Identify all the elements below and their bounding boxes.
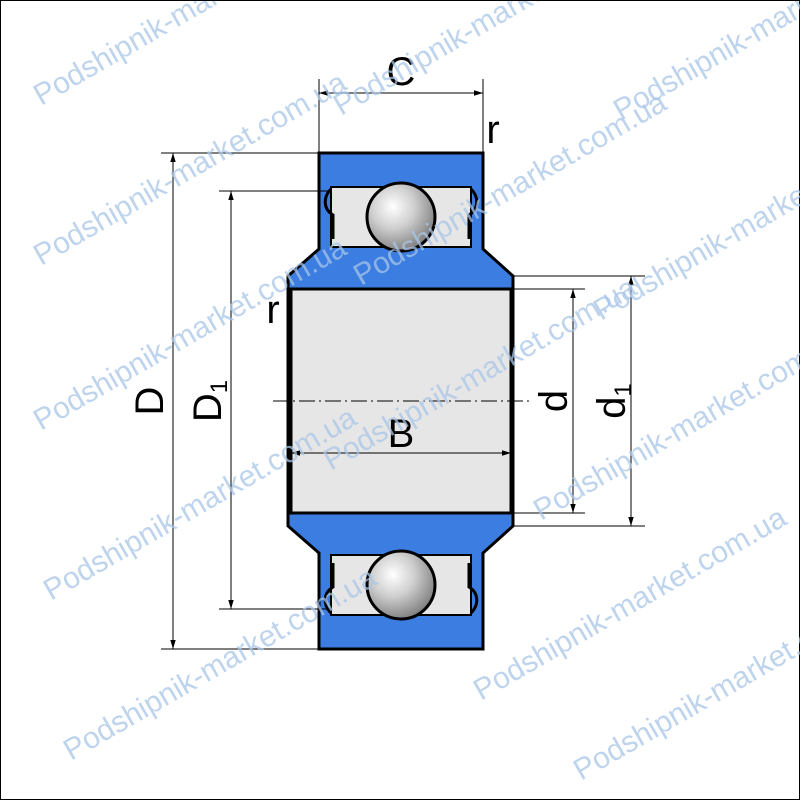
label-bore-diameter: d (532, 390, 576, 412)
watermark-text: Podshipnik-market.com.ua (58, 561, 382, 767)
bore (289, 287, 513, 515)
label-b: B (388, 412, 415, 456)
label-outer-diameter: D (128, 387, 172, 416)
label-r-left: r (266, 288, 279, 332)
label-c: C (387, 50, 416, 94)
watermark-text: Podshipnik-market.com.ua (328, 1, 652, 122)
upper-seal-left (323, 187, 335, 239)
watermark-text: Podshipnik-market.com.ua (528, 321, 800, 527)
label-r-top: r (486, 108, 499, 152)
lower-ball (365, 549, 437, 621)
upper-ball (365, 181, 437, 253)
lower-seal-left (323, 563, 335, 615)
label-d1-lower: d1 (590, 383, 637, 419)
lower-seal-right (467, 563, 479, 615)
watermark-text: Podshipnik-market.com.ua (28, 66, 352, 272)
label-d1-upper: D1 (186, 380, 233, 422)
upper-seal-right (467, 187, 479, 239)
